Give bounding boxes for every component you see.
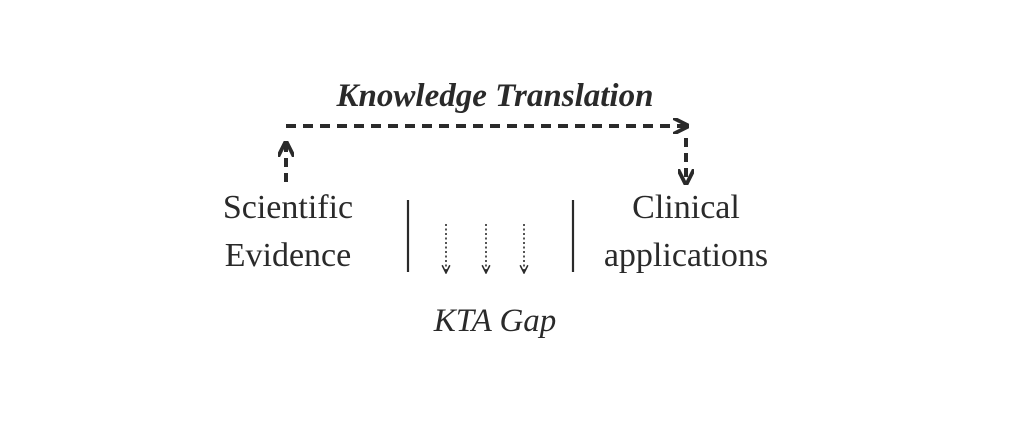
kta-gap-label: KTA Gap: [433, 303, 557, 339]
source-node-line-1: Scientific: [222, 189, 354, 226]
clinical-applications-node: Clinical applications: [586, 184, 786, 280]
target-node-line-1: Clinical: [632, 189, 740, 226]
scientific-evidence-node: Scientific Evidence: [190, 184, 386, 280]
diagram-title: Knowledge Translation: [336, 78, 654, 114]
target-node-line-2: applications: [603, 237, 769, 274]
source-node-line-2: Evidence: [224, 237, 352, 274]
